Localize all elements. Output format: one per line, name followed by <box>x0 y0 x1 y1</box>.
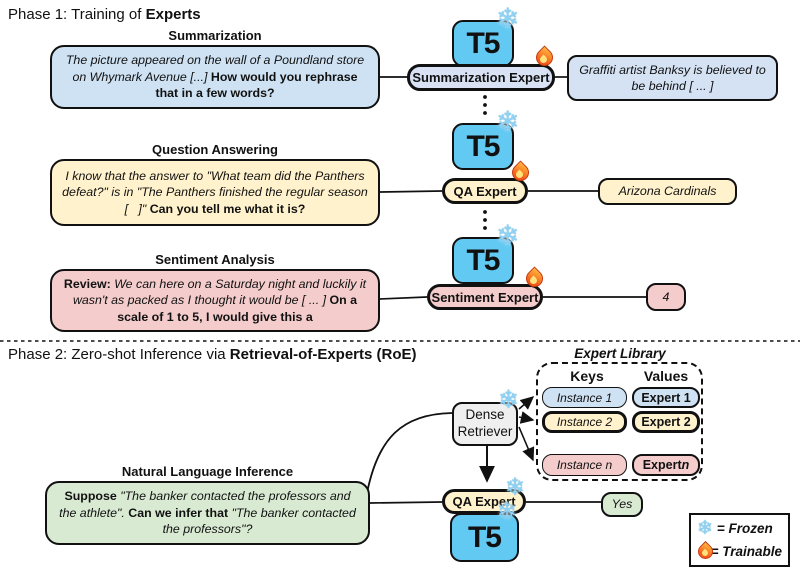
t5-label: T5 <box>467 520 502 554</box>
qa-heading: Question Answering <box>152 142 278 157</box>
t5-label: T5 <box>466 26 500 60</box>
library-value-expert-n: Expert n <box>632 454 700 476</box>
sentiment-expert-pill: Sentiment Expert <box>427 284 543 310</box>
summarization-input-question: How would you rephrase that in a few wor… <box>155 69 358 101</box>
library-key-instance-n: Instance n <box>542 454 627 476</box>
phase2-title-bold: Retrieval-of-Experts (RoE) <box>229 346 417 363</box>
library-values-header: Values <box>643 368 689 384</box>
nli-seg-infer: Can we infer that <box>128 505 232 520</box>
nli-heading: Natural Language Inference <box>121 464 294 479</box>
qa-input-context: I know that the answer to "What team did… <box>62 168 368 216</box>
t5-label: T5 <box>466 129 500 163</box>
summarization-output-box: Graffiti artist Banksy is believed to be… <box>567 55 778 101</box>
t5-model-sentiment: T5 <box>452 237 514 284</box>
qa-output-box: Arizona Cardinals <box>598 178 737 205</box>
summarization-input-context: The picture appeared on the wall of a Po… <box>65 53 365 84</box>
legend-trainable-label: = Trainable <box>710 544 782 559</box>
phase1-title-bold: Experts <box>145 6 201 23</box>
sentiment-input-prefix: Review: <box>63 276 115 291</box>
phase1-title: Phase 1: Training of Experts <box>8 6 201 23</box>
qa-output-text: Arizona Cardinals <box>618 184 717 199</box>
legend-frozen-row: ❄ = Frozen <box>697 519 782 538</box>
legend-frozen-label: = Frozen <box>716 520 773 536</box>
sentiment-input-review: We can here on a Saturday night and luck… <box>72 276 367 308</box>
instance-1-label: Instance 1 <box>556 390 613 405</box>
summarization-heading: Summarization <box>168 28 262 43</box>
expert-2-label: Expert 2 <box>641 415 691 429</box>
sentiment-heading: Sentiment Analysis <box>155 252 275 267</box>
expert-library-title: Expert Library <box>574 346 666 361</box>
flame-icon <box>694 540 717 562</box>
expert-n-label: Expert <box>642 458 682 472</box>
roe-output-text: Yes <box>611 497 633 512</box>
library-value-expert-2: Expert 2 <box>632 411 700 433</box>
qa-expert-label: QA Expert <box>453 183 517 199</box>
nli-seg-hypothesis: "The banker contacted the professors"? <box>162 505 356 537</box>
library-value-expert-1: Expert 1 <box>632 387 700 408</box>
sentiment-input-question: On a scale of 1 to 5, I would give this … <box>117 293 358 324</box>
dense-retriever-label: Dense Retriever <box>457 407 513 439</box>
t5-model-roe: T5 <box>450 513 519 562</box>
legend-box: ❄ = Frozen = Trainable <box>689 513 790 567</box>
summarization-expert-label: Summarization Expert <box>412 70 550 85</box>
qa-input-question: Can you tell me what it is? <box>149 201 306 216</box>
t5-label: T5 <box>466 243 500 277</box>
sentiment-output-box: 4 <box>646 283 686 311</box>
phase2-title-prefix: Phase 2: Zero-shot Inference via <box>8 346 230 363</box>
nli-seg-premise: "The banker contacted the professors and… <box>59 489 351 520</box>
qa-expert-pill: QA Expert <box>442 178 528 204</box>
dense-retriever-box: Dense Retriever <box>452 402 518 446</box>
t5-model-summarization: T5 <box>452 20 514 67</box>
library-keys-header: Keys <box>570 368 604 384</box>
nli-input-box: Suppose "The banker contacted the profes… <box>45 481 370 545</box>
library-key-instance-2: Instance 2 <box>542 411 627 433</box>
expert-1-label: Expert 1 <box>641 390 691 405</box>
summarization-output-text: Graffiti artist Banksy is believed to be… <box>579 62 766 93</box>
qa-input-box: I know that the answer to "What team did… <box>50 159 380 226</box>
expert-n-label-italic: n <box>681 458 690 472</box>
snowflake-icon: ❄ <box>697 517 713 539</box>
roe-qa-expert-label: QA Expert <box>452 494 516 509</box>
nli-seg-suppose: Suppose <box>64 489 121 504</box>
legend-trainable-row: = Trainable <box>694 540 782 562</box>
instance-n-label: Instance n <box>556 458 613 472</box>
sentiment-output-text: 4 <box>662 289 670 304</box>
roe-output-box: Yes <box>601 492 643 517</box>
library-key-instance-1: Instance 1 <box>542 387 627 408</box>
summarization-expert-pill: Summarization Expert <box>407 64 555 91</box>
sentiment-expert-label: Sentiment Expert <box>431 289 539 305</box>
summarization-input-box: The picture appeared on the wall of a Po… <box>50 45 380 109</box>
phase1-title-prefix: Phase 1: Training of <box>8 6 146 23</box>
sentiment-input-box: Review: We can here on a Saturday night … <box>50 269 380 332</box>
t5-model-qa: T5 <box>452 123 514 170</box>
instance-2-label: Instance 2 <box>556 415 613 429</box>
roe-qa-expert-pill: QA Expert <box>442 489 526 514</box>
phase2-title: Phase 2: Zero-shot Inference via Retriev… <box>8 346 417 363</box>
